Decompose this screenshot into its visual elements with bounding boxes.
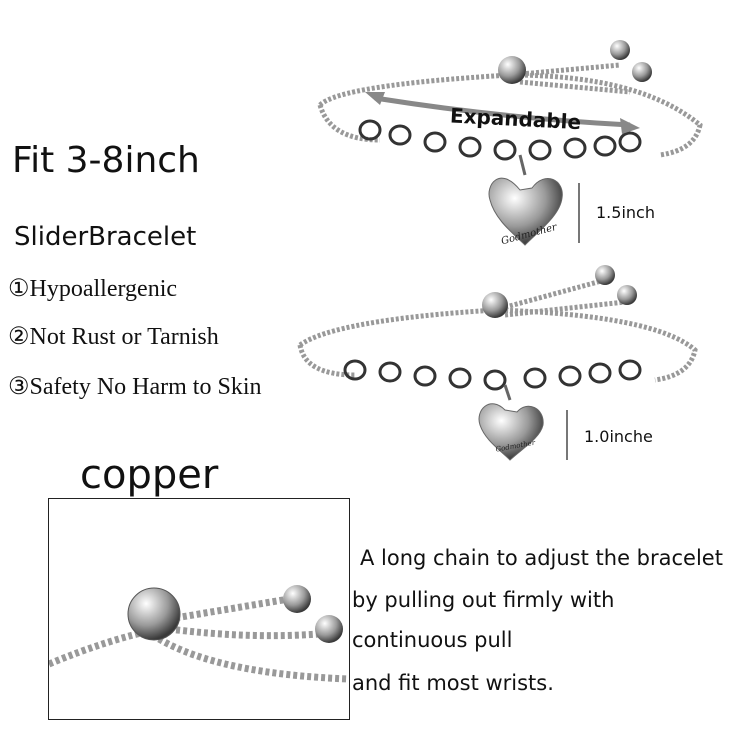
description-line: by pulling out firmly with xyxy=(352,588,615,612)
slider-closeup-frame xyxy=(48,498,350,720)
measure-marker xyxy=(566,410,568,460)
measurement-label: 1.5inch xyxy=(596,203,655,222)
expandable-label: Expandable xyxy=(449,103,581,134)
description-line: and fit most wrists. xyxy=(352,671,554,695)
bracelet-small-illustration: Godmother xyxy=(297,265,698,461)
measurement-label: 1.0inche xyxy=(584,427,653,446)
product-name: SliderBracelet xyxy=(14,222,197,252)
bracelet-large-illustration: Expandable Godmother xyxy=(317,40,703,247)
bracelet-links xyxy=(358,119,642,161)
description-line: continuous pull xyxy=(352,628,513,652)
description-line: A long chain to adjust the bracelet xyxy=(360,546,723,570)
material-label: copper xyxy=(80,452,219,498)
feature-item: ①Hypoallergenic xyxy=(8,276,178,302)
slider-closeup-illustration xyxy=(49,585,349,683)
measure-marker xyxy=(578,183,580,243)
feature-item: ②Not Rust or Tarnish xyxy=(8,324,219,350)
feature-item: ③Safety No Harm to Skin xyxy=(8,374,262,400)
headline-fit-size: Fit 3-8inch xyxy=(12,140,200,181)
bracelet-links xyxy=(343,359,642,391)
